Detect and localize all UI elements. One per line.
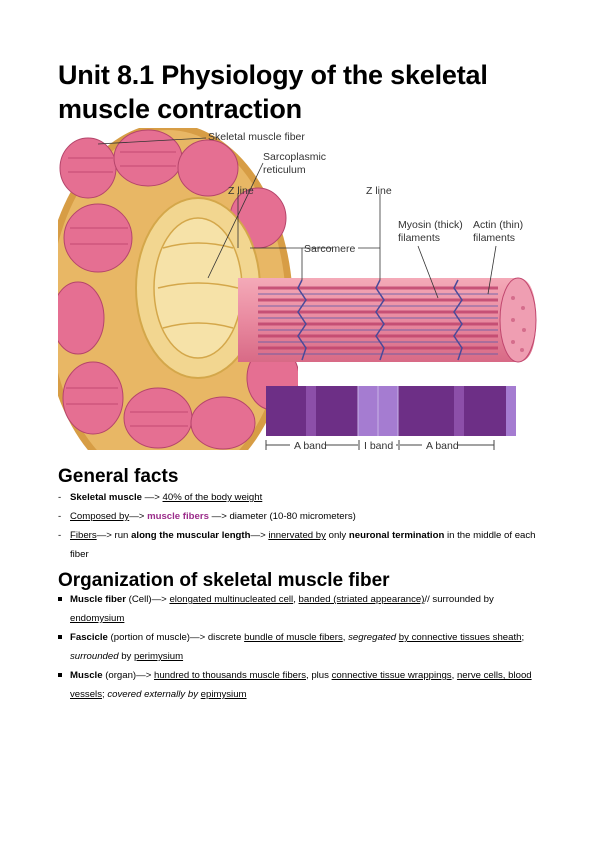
text-run: covered externally by	[107, 689, 198, 700]
organization-heading: Organization of skeletal muscle fiber	[58, 570, 390, 591]
label-sarcomere: Sarcomere	[304, 243, 356, 255]
bullet-marker: -	[58, 511, 62, 522]
text-run: ,	[451, 670, 457, 681]
text-run: by	[118, 651, 135, 662]
text-run: by connective tissues sheath	[398, 632, 522, 643]
label-z-line-2: Z line	[366, 185, 392, 197]
text-run: hundred to thousands muscle fibers	[154, 670, 306, 681]
text-run: ,	[342, 632, 349, 643]
bullet-marker	[58, 597, 62, 601]
page-title: Unit 8.1 Physiology of the skeletal musc…	[58, 60, 488, 124]
text-run: ;	[521, 632, 525, 643]
label-a-band-2: A band	[426, 440, 459, 450]
text-run: neuronal termination	[348, 530, 445, 541]
label-actin-1: Actin (thin)	[473, 219, 523, 231]
band-panel	[266, 386, 516, 436]
myofibril-cylinder	[238, 277, 537, 363]
text-run: (organ)—>	[102, 670, 154, 681]
text-run: Muscle fiber	[70, 594, 126, 605]
list-item: -Composed by—> muscle fibers —> diameter…	[58, 507, 538, 526]
text-run: segregated	[348, 632, 397, 643]
bullet-marker: -	[58, 492, 62, 503]
text-run: Fibers	[70, 530, 97, 541]
text-run: connective tissue wrappings	[331, 670, 452, 681]
fascicle-cross-section	[58, 128, 298, 450]
text-run: perimysium	[134, 651, 184, 662]
text-run: ;	[102, 689, 108, 700]
bullet-marker	[58, 673, 62, 677]
bullet-marker: -	[58, 530, 62, 541]
text-run: elongated multinucleated cell	[169, 594, 294, 605]
label-skeletal-muscle-fiber: Skeletal muscle fiber	[208, 131, 305, 143]
leader-lines	[97, 137, 497, 299]
list-item: -Skeletal muscle —> 40% of the body weig…	[58, 488, 538, 507]
muscle-fiber-diagram: A band I band A band Skeletal muscle fib…	[58, 128, 540, 450]
text-run: (Cell)—>	[125, 594, 170, 605]
label-i-band: I band	[364, 440, 393, 450]
general-facts-list: -Skeletal muscle —> 40% of the body weig…	[58, 488, 538, 564]
text-run: along the muscular length	[131, 530, 251, 541]
text-run: Skeletal muscle	[70, 492, 142, 503]
text-run: innervated by	[268, 530, 326, 541]
text-run: in the middle of each fiber	[70, 530, 536, 560]
text-run: ,	[293, 594, 299, 605]
text-run: —> run	[96, 530, 132, 541]
organization-list: Muscle fiber (Cell)—> elongated multinuc…	[58, 590, 538, 704]
text-run: nerve cells, blood vessels	[70, 670, 532, 700]
bullet-marker	[58, 635, 62, 639]
text-run: endomysium	[70, 613, 125, 624]
list-item: -Fibers—> run along the muscular length—…	[58, 526, 538, 564]
label-sr-2: reticulum	[263, 164, 306, 176]
general-facts-heading: General facts	[58, 466, 179, 487]
text-run: // surrounded by	[424, 594, 494, 605]
label-myosin-1: Myosin (thick)	[398, 219, 463, 231]
text-run: Fascicle	[70, 632, 108, 643]
text-run: , plus	[306, 670, 332, 681]
list-item: Muscle fiber (Cell)—> elongated multinuc…	[58, 590, 538, 628]
label-z-line-1: Z line	[228, 185, 254, 197]
text-run: Composed by	[70, 511, 130, 522]
list-item: Fascicle (portion of muscle)—> discrete …	[58, 628, 538, 666]
text-run: Muscle	[70, 670, 103, 681]
text-run: epimysium	[200, 689, 247, 700]
text-run: banded (striated appearance)	[298, 594, 425, 605]
text-run: (portion of muscle)—> discrete	[107, 632, 245, 643]
text-run: —> diameter (10-80 micrometers)	[208, 511, 356, 522]
label-a-band-1: A band	[294, 440, 327, 450]
text-run: 40% of the body weight	[162, 492, 263, 503]
label-actin-2: filaments	[473, 232, 515, 244]
text-run: —>	[250, 530, 269, 541]
text-run: muscle fibers	[147, 511, 209, 522]
text-run: —>	[129, 511, 148, 522]
text-run: only	[325, 530, 349, 541]
label-myosin-2: filaments	[398, 232, 440, 244]
label-sr-1: Sarcoplasmic	[263, 151, 326, 163]
text-run: surrounded	[70, 651, 119, 662]
text-run: —>	[142, 492, 163, 503]
text-run: bundle of muscle fibers	[244, 632, 343, 643]
list-item: Muscle (organ)—> hundred to thousands mu…	[58, 666, 538, 704]
